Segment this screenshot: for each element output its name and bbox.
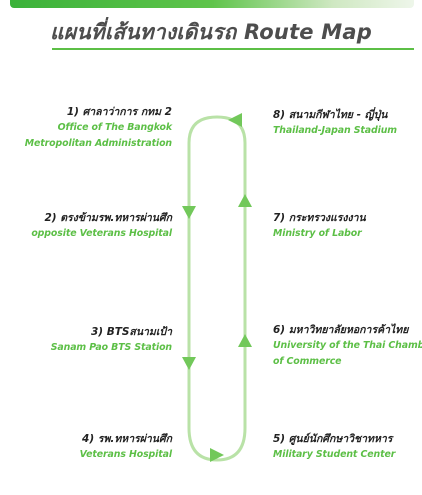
stop-1-english-line-2: Metropolitan Administration	[24, 138, 172, 149]
stop-2: 2) ตรงข้ามรพ.ทหารผ่านศึก opposite Vetera…	[31, 210, 172, 242]
stop-1-english-line-1: Office of The Bangkok	[57, 122, 172, 133]
stop-4-english: Veterans Hospital	[79, 449, 172, 460]
stop-6: 6) มหาวิทยาลัยหอการค้าไทย University of …	[273, 322, 422, 370]
stop-3: 3) BTSสนามเป้า Sanam Pao BTS Station	[51, 324, 172, 356]
route-line	[187, 115, 247, 462]
stop-4: 4) รพ.ทหารผ่านศึก Veterans Hospital	[80, 431, 172, 463]
page-title: แผนที่เส้นทางเดินรถ Route Map	[50, 20, 372, 44]
stop-1: 1) ศาลาว่าการ กทม 2 Office of The Bangko…	[25, 104, 172, 152]
arrow-up-icon	[238, 194, 252, 207]
stop-8-thai: 8) สนามกีฬาไทย - ญี่ปุ่น	[273, 109, 388, 121]
arrow-up-icon	[238, 334, 252, 347]
arrow-down-icon	[182, 206, 196, 219]
stop-3-thai: 3) BTSสนามเป้า	[90, 326, 172, 338]
stop-5-thai: 5) ศูนย์นักศึกษาวิชาทหาร	[273, 433, 393, 445]
stop-6-english-line-2: of Commerce	[273, 356, 342, 367]
stop-8: 8) สนามกีฬาไทย - ญี่ปุ่น Thailand-Japan …	[273, 107, 397, 139]
arrow-left-icon	[228, 113, 242, 127]
stop-6-thai: 6) มหาวิทยาลัยหอการค้าไทย	[273, 324, 409, 336]
stop-4-thai: 4) รพ.ทหารผ่านศึก	[82, 433, 172, 445]
stop-3-english: Sanam Pao BTS Station	[50, 342, 172, 353]
arrow-right-icon	[210, 448, 224, 462]
stop-5: 5) ศูนย์นักศึกษาวิชาทหาร Military Studen…	[273, 431, 395, 463]
stop-2-english: opposite Veterans Hospital	[31, 228, 172, 239]
stop-5-english: Military Student Center	[273, 449, 396, 460]
stop-8-english: Thailand-Japan Stadium	[273, 125, 397, 136]
stop-7-english: Ministry of Labor	[273, 228, 362, 239]
stop-1-thai: 1) ศาลาว่าการ กทม 2	[66, 106, 172, 118]
stop-2-thai: 2) ตรงข้ามรพ.ทหารผ่านศึก	[44, 212, 172, 224]
stop-7: 7) กระทรวงแรงงาน Ministry of Labor	[273, 210, 366, 242]
arrow-down-icon	[182, 357, 196, 370]
stop-7-thai: 7) กระทรวงแรงงาน	[273, 212, 366, 224]
top-accent-bar	[10, 0, 414, 8]
stop-6-english-line-1: University of the Thai Chamber	[273, 340, 422, 351]
title-underline	[52, 48, 414, 50]
